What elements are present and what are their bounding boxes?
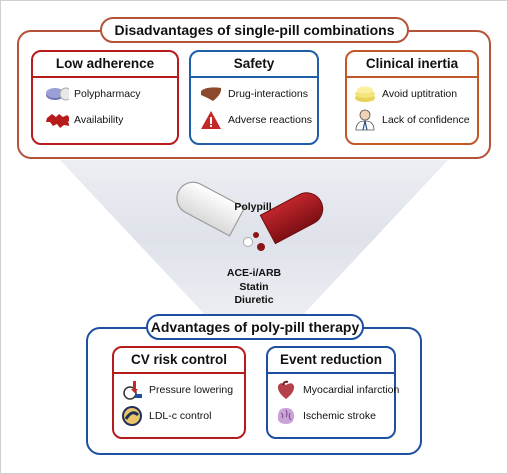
item-lack-of-confidence: Lack of confidence [353,109,470,131]
brain-icon [274,406,298,426]
item-label: Ischemic stroke [303,410,376,422]
card-title-safety: Safety [233,56,275,71]
item-availability: Availability [45,110,123,130]
card-rule [114,372,244,374]
item-pressure-lowering: Pressure lowering [120,380,233,400]
heart-icon [274,380,298,400]
stacked-pills-icon [353,84,377,104]
item-ldl-c-control: LDL-c control [120,406,211,426]
card-rule [268,372,394,374]
blood-pressure-icon [120,380,144,400]
card-rule [191,76,317,78]
component-ace-arb: ACE-i/ARB [226,267,282,279]
disadvantages-title: Disadvantages of single-pill combination… [100,17,409,43]
item-label: Myocardial infarction [303,384,400,396]
item-label: Avoid uptitration [382,88,458,100]
component-statin: Statin [239,280,269,293]
world-map-icon [45,110,69,130]
card-title-low-adherence: Low adherence [55,56,155,71]
item-label: Polypharmacy [74,88,141,100]
card-title-event-reduction: Event reduction [279,352,382,367]
item-label: Availability [74,114,124,126]
component-diuretic: Diuretic [234,294,274,306]
item-label: Pressure lowering [149,384,234,396]
polypill-components: ACE-i/ARB Statin Diuretic [200,267,308,308]
card-clinical-inertia: Clinical inertia Avoid uptitration Lack … [345,50,479,145]
liver-icon [199,84,223,104]
item-myocardial-infarction: Myocardial infarction [274,380,399,400]
warning-icon [199,110,223,130]
pills-icon [45,84,69,104]
doctor-icon [353,109,377,131]
card-safety: Safety Drug-interactions Adverse reactio… [189,50,319,145]
item-label: LDL-c control [149,410,212,422]
advantages-title: Advantages of poly-pill therapy [146,314,364,340]
item-drug-interactions: Drug-interactions [199,84,308,104]
polypill-capsule [176,181,324,251]
cholesterol-vessel-icon [120,406,144,426]
item-polypharmacy: Polypharmacy [45,84,141,104]
card-title-cv-risk-control: CV risk control [130,352,228,367]
card-title-clinical-inertia: Clinical inertia [365,56,459,71]
item-avoid-uptitration: Avoid uptitration [353,84,457,104]
card-cv-risk-control: CV risk control Pressure lowering LDL-c … [112,346,246,439]
card-low-adherence: Low adherence Polypharmacy Availability [31,50,179,145]
polypill-label: Polypill [234,201,272,213]
item-label: Adverse reactions [228,114,313,126]
item-adverse-reactions: Adverse reactions [199,110,312,130]
card-rule [347,76,477,78]
item-ischemic-stroke: Ischemic stroke [274,406,376,426]
item-label: Drug-interactions [228,88,308,100]
card-event-reduction: Event reduction Myocardial infarction Is… [266,346,399,439]
card-rule [33,76,177,78]
item-label: Lack of confidence [382,114,470,126]
